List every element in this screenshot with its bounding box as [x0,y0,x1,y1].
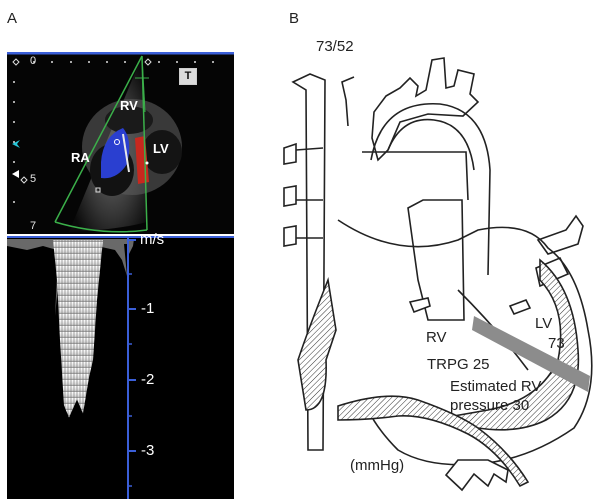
depth-marker-5 [21,177,27,183]
estimated-rv-pressure-line2: pressure 30 [450,397,529,414]
t-badge: T [179,68,197,85]
panel-b-letter: B [289,10,299,27]
speckle [146,162,149,165]
rv-chamber-label: RV [426,329,447,346]
depth-tick-0: 0 [30,55,36,67]
depth-marker-0 [13,59,19,65]
pulm-vein-1 [284,144,296,164]
velocity-tick-3: -3 [141,442,154,459]
depth-tick-7: 7 [30,220,36,232]
aorta-inner [388,120,474,170]
depth-tick-5: 5 [30,173,36,185]
echo-graphic [7,52,234,234]
doppler-graphic [7,236,234,499]
lv-label: LV [153,141,169,156]
lv-chamber-label: LV [535,315,552,332]
velocity-unit: m/s [140,231,164,248]
descending-aorta [446,460,508,490]
estimated-rv-pressure-line1: Estimated RV [450,378,541,395]
panel-a-letter: A [7,10,17,27]
pulm-vein-2 [284,186,296,206]
rv-label: RV [120,98,138,113]
velocity-tick-1: -1 [141,300,154,317]
pulm-artery-right [538,216,583,254]
apex-marker [145,59,151,65]
mitral-valve [510,300,530,314]
tr-jet-envelope [53,240,103,418]
lv-pressure-label: 73 [548,335,565,352]
panel-b-heart-diagram: 73/52 RV TRPG 25 LV 73 Estimated RV pres… [278,30,611,499]
unit-label: (mmHg) [350,457,404,474]
aortic-arch [372,58,478,160]
ra-label: RA [71,150,90,165]
heart-schematic [278,30,611,499]
velocity-tick-2: -2 [141,371,154,388]
cw-doppler: m/s -1 -2 -3 [7,236,234,499]
aortic-pressure-label: 73/52 [316,38,354,55]
vessel-left [342,77,354,126]
focus-arrow-white [12,170,19,178]
echo-image: 0 5 7 T RV RA LV [7,52,234,234]
pulm-vein-3 [284,226,296,246]
panel-a: 0 5 7 T RV RA LV [7,52,234,499]
focus-arrow [12,140,20,148]
trpg-label: TRPG 25 [427,356,490,373]
